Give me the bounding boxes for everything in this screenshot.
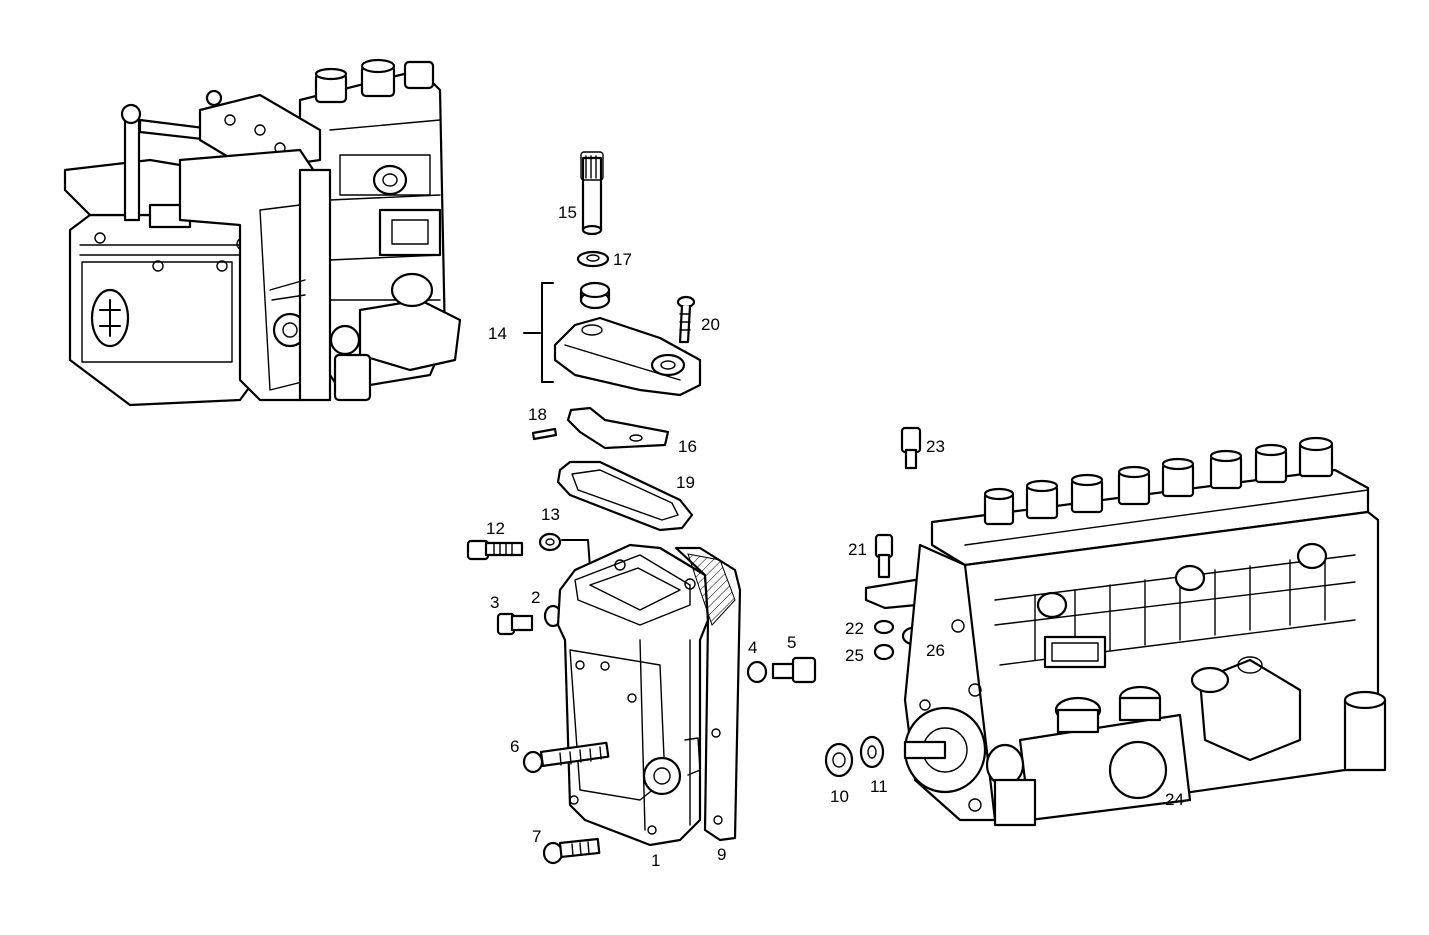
label-14: 14 bbox=[488, 324, 507, 343]
label-21: 21 bbox=[848, 540, 867, 559]
label-26: 26 bbox=[926, 641, 945, 660]
pump-valve-caps bbox=[983, 436, 1334, 526]
label-11: 11 bbox=[870, 777, 888, 796]
label-7: 7 bbox=[532, 827, 541, 846]
label-2: 2 bbox=[531, 588, 540, 607]
part-7-bolt bbox=[542, 837, 601, 865]
label-9: 9 bbox=[717, 845, 726, 864]
label-1: 1 bbox=[651, 851, 660, 870]
label-18: 18 bbox=[528, 405, 547, 424]
label-5: 5 bbox=[787, 633, 796, 652]
part-12-bolt bbox=[466, 539, 524, 561]
part-15-pin bbox=[580, 151, 604, 236]
label-16: 16 bbox=[678, 437, 697, 456]
part-3-bolt bbox=[496, 612, 534, 636]
part-5-bolt bbox=[771, 656, 817, 684]
part-25-nut bbox=[873, 643, 895, 661]
label-12: 12 bbox=[486, 519, 505, 538]
label-23: 23 bbox=[926, 437, 945, 456]
part-11-washer bbox=[859, 735, 885, 769]
part-6-bolt bbox=[522, 741, 610, 774]
label-13: 13 bbox=[541, 505, 560, 524]
label-15: 15 bbox=[558, 203, 577, 222]
label-4: 4 bbox=[748, 638, 757, 657]
part-9-gasket bbox=[674, 546, 742, 842]
label-22: 22 bbox=[845, 619, 864, 638]
part-19-gasket bbox=[556, 460, 694, 532]
part-24-injection-pump bbox=[903, 468, 1387, 827]
part-13-nut bbox=[538, 532, 591, 569]
part-23-stud bbox=[900, 426, 922, 470]
label-10: 10 bbox=[830, 787, 849, 806]
part-10-nut bbox=[824, 742, 854, 778]
label-17: 17 bbox=[613, 250, 632, 269]
label-24: 24 bbox=[1165, 790, 1184, 809]
part-18-pin bbox=[531, 427, 558, 441]
part-14-bracket bbox=[523, 282, 554, 383]
label-6: 6 bbox=[510, 737, 519, 756]
part-1-housing bbox=[556, 543, 710, 847]
part-17-washer bbox=[576, 250, 610, 268]
part-4-washer bbox=[746, 660, 768, 684]
part-14-cap bbox=[579, 281, 611, 310]
part-14-cover bbox=[553, 316, 702, 397]
part-22-nut bbox=[873, 619, 895, 635]
part-20-screw bbox=[676, 295, 696, 344]
part-21-stud bbox=[874, 533, 894, 579]
label-19: 19 bbox=[676, 473, 695, 492]
label-25: 25 bbox=[845, 646, 864, 665]
part-labels: 15 17 14 20 18 16 19 12 13 3 2 4 5 6 7 1… bbox=[486, 203, 1184, 870]
assembled-pump-view bbox=[63, 58, 462, 407]
label-3: 3 bbox=[490, 593, 499, 612]
label-20: 20 bbox=[701, 315, 720, 334]
part-16-plate bbox=[566, 406, 670, 450]
